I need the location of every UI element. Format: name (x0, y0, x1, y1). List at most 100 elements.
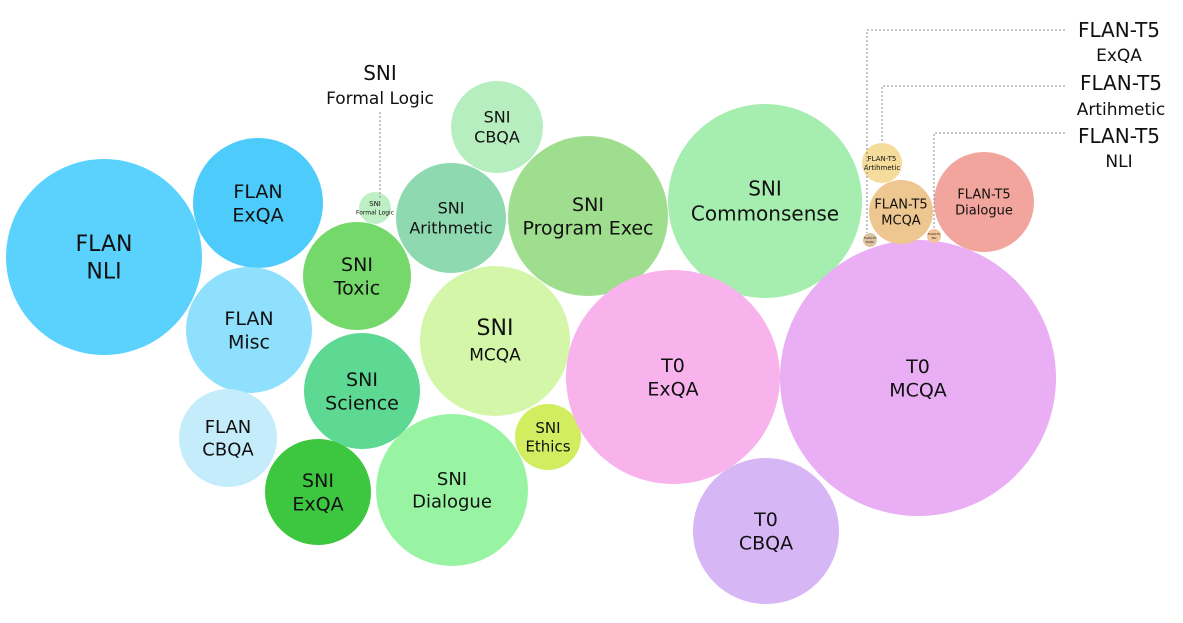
bubble-t0-cbqa-label-line1: T0 (753, 509, 778, 531)
bubble-flan-t5-exqa-label-line1: FLAN-T5 (864, 236, 876, 240)
bubble-sni-mcqa-label-line1: SNI (477, 316, 514, 341)
bubble-sni-science-circle (304, 333, 420, 449)
bubble-flan-misc-circle (186, 267, 312, 393)
bubble-sni-formal-logic-circle (359, 192, 391, 224)
bubble-flan-nli-label-line1: FLAN (76, 232, 133, 257)
bubble-sni-program-exec-label-line2: Program Exec (522, 218, 653, 240)
bubble-sni-toxic-label-line2: Toxic (333, 278, 380, 300)
bubble-sni-formal-logic-label-line2: Formal Logic (356, 209, 394, 216)
bubble-flan-misc-label-line2: Misc (228, 332, 270, 354)
bubble-sni-science-label-line1: SNI (346, 369, 378, 391)
bubble-sni-mcqa-label-line2: MCQA (469, 346, 521, 366)
callout-flan-t5-exqa-label-line2: ExQA (1096, 46, 1142, 66)
callout-flan-t5-exqa-label-line1: FLAN-T5 (1078, 18, 1160, 42)
bubble-sni-commonsense-label-line2: Commonsense (691, 202, 839, 226)
callout-flan-t5-nli-label-line1: FLAN-T5 (1078, 124, 1160, 148)
bubble-flan-cbqa-label-line1: FLAN (205, 417, 252, 438)
bubble-sni-exqa-label-line2: ExQA (292, 494, 343, 516)
bubble-t0-mcqa-circle (780, 240, 1056, 516)
bubble-layer: FLANNLIFLANExQAFLANMiscFLANCBQASNIToxicS… (6, 81, 1056, 604)
bubble-t0-mcqa-label-line2: MCQA (889, 380, 947, 402)
bubble-sni-arithmetic-label-line2: Arithmetic (409, 219, 492, 238)
bubble-flan-exqa-circle (193, 138, 323, 268)
bubble-flan-t5-nli-label-line2: NLI (932, 236, 937, 240)
callout-flan-t5-exqa-leader-line (866, 29, 1065, 233)
bubble-sni-toxic-circle (303, 222, 411, 330)
bubble-flan-t5-exqa-label-line2: ExQA (866, 240, 875, 244)
bubble-sni-ethics-label-line1: SNI (535, 419, 560, 437)
bubble-sni-exqa-label-line1: SNI (302, 470, 334, 492)
bubble-sni-arithmetic-label-line1: SNI (438, 199, 465, 218)
bubble-flan-nli-label-line2: NLI (86, 259, 121, 284)
bubble-flan-t5-arithmetic-label-line1: FLAN-T5 (868, 155, 897, 163)
bubble-flan-t5-dialogue-label-line1: FLAN-T5 (957, 187, 1010, 202)
bubble-sni-toxic-label-line1: SNI (341, 254, 373, 276)
bubble-sni-mcqa-circle (420, 266, 570, 416)
bubble-sni-ethics-label-line2: Ethics (525, 438, 570, 456)
bubble-flan-t5-exqa-circle (863, 233, 877, 247)
callout-sni-formal-logic-label-line1: SNI (363, 61, 397, 85)
bubble-flan-t5-arithmetic-label-line2: Artihmetic (864, 164, 901, 172)
bubble-sni-program-exec-circle (508, 136, 668, 296)
bubble-sni-dialogue-label-line2: Dialogue (412, 492, 492, 513)
callout-flan-t5-nli-label-line2: NLI (1105, 152, 1132, 172)
bubble-t0-cbqa-label-line2: CBQA (739, 533, 793, 555)
bubble-sni-mcqa: SNI MCQA (420, 266, 570, 416)
bubble-sni-ethics-circle (515, 404, 581, 470)
bubble-sni-cbqa-label-line1: SNI (484, 108, 511, 127)
bubble-flan-cbqa-circle (179, 389, 277, 487)
bubble-flan-exqa-label-line1: FLAN (233, 181, 282, 203)
callout-flan-t5-arithmetic-label-line1: FLAN-T5 (1080, 71, 1162, 95)
bubble-flan-misc-label-line1: FLAN (224, 308, 273, 330)
bubble-sni-science-label-line2: Science (325, 393, 399, 415)
bubble-flan-t5-mcqa-circle (869, 180, 933, 244)
bubble-flan-t5-dialogue-circle (934, 152, 1034, 252)
bubble-sni-program-exec-label-line1: SNI (572, 194, 604, 216)
bubble-t0-exqa-circle (566, 270, 780, 484)
bubble-sni-commonsense-circle (668, 104, 862, 298)
bubble-flan-t5-arithmetic-circle (862, 143, 902, 183)
bubble-flan-t5-nli-label-line1: FLAN-T5 (928, 232, 940, 236)
bubble-sni-cbqa-label-line2: CBQA (474, 128, 520, 147)
bubble-t0-mcqa-label-line1: T0 (905, 356, 930, 378)
bubble-flan-t5-mcqa-label-line2: MCQA (881, 214, 921, 229)
bubble-flan-t5-dialogue-label-line2: Dialogue (955, 204, 1013, 219)
callout-flan-t5-arithmetic-label-line2: Artihmetic (1077, 100, 1166, 120)
bubble-flan-t5-mcqa-label-line1: FLAN-T5 (874, 197, 927, 212)
bubble-flan-cbqa-label-line2: CBQA (202, 440, 254, 461)
bubble-sni-dialogue-label-line1: SNI (437, 469, 467, 490)
bubble-sni-dialogue-circle (376, 414, 528, 566)
callout-sni-formal-logic: SNI Formal Logic (326, 61, 434, 198)
bubble-t0-cbqa-circle (693, 458, 839, 604)
callout-sni-formal-logic-label-line2: Formal Logic (326, 89, 434, 109)
bubble-sni-cbqa-circle (451, 81, 543, 173)
bubble-t0-exqa-label-line2: ExQA (647, 379, 698, 401)
bubble-sni-commonsense-label-line1: SNI (748, 177, 782, 201)
